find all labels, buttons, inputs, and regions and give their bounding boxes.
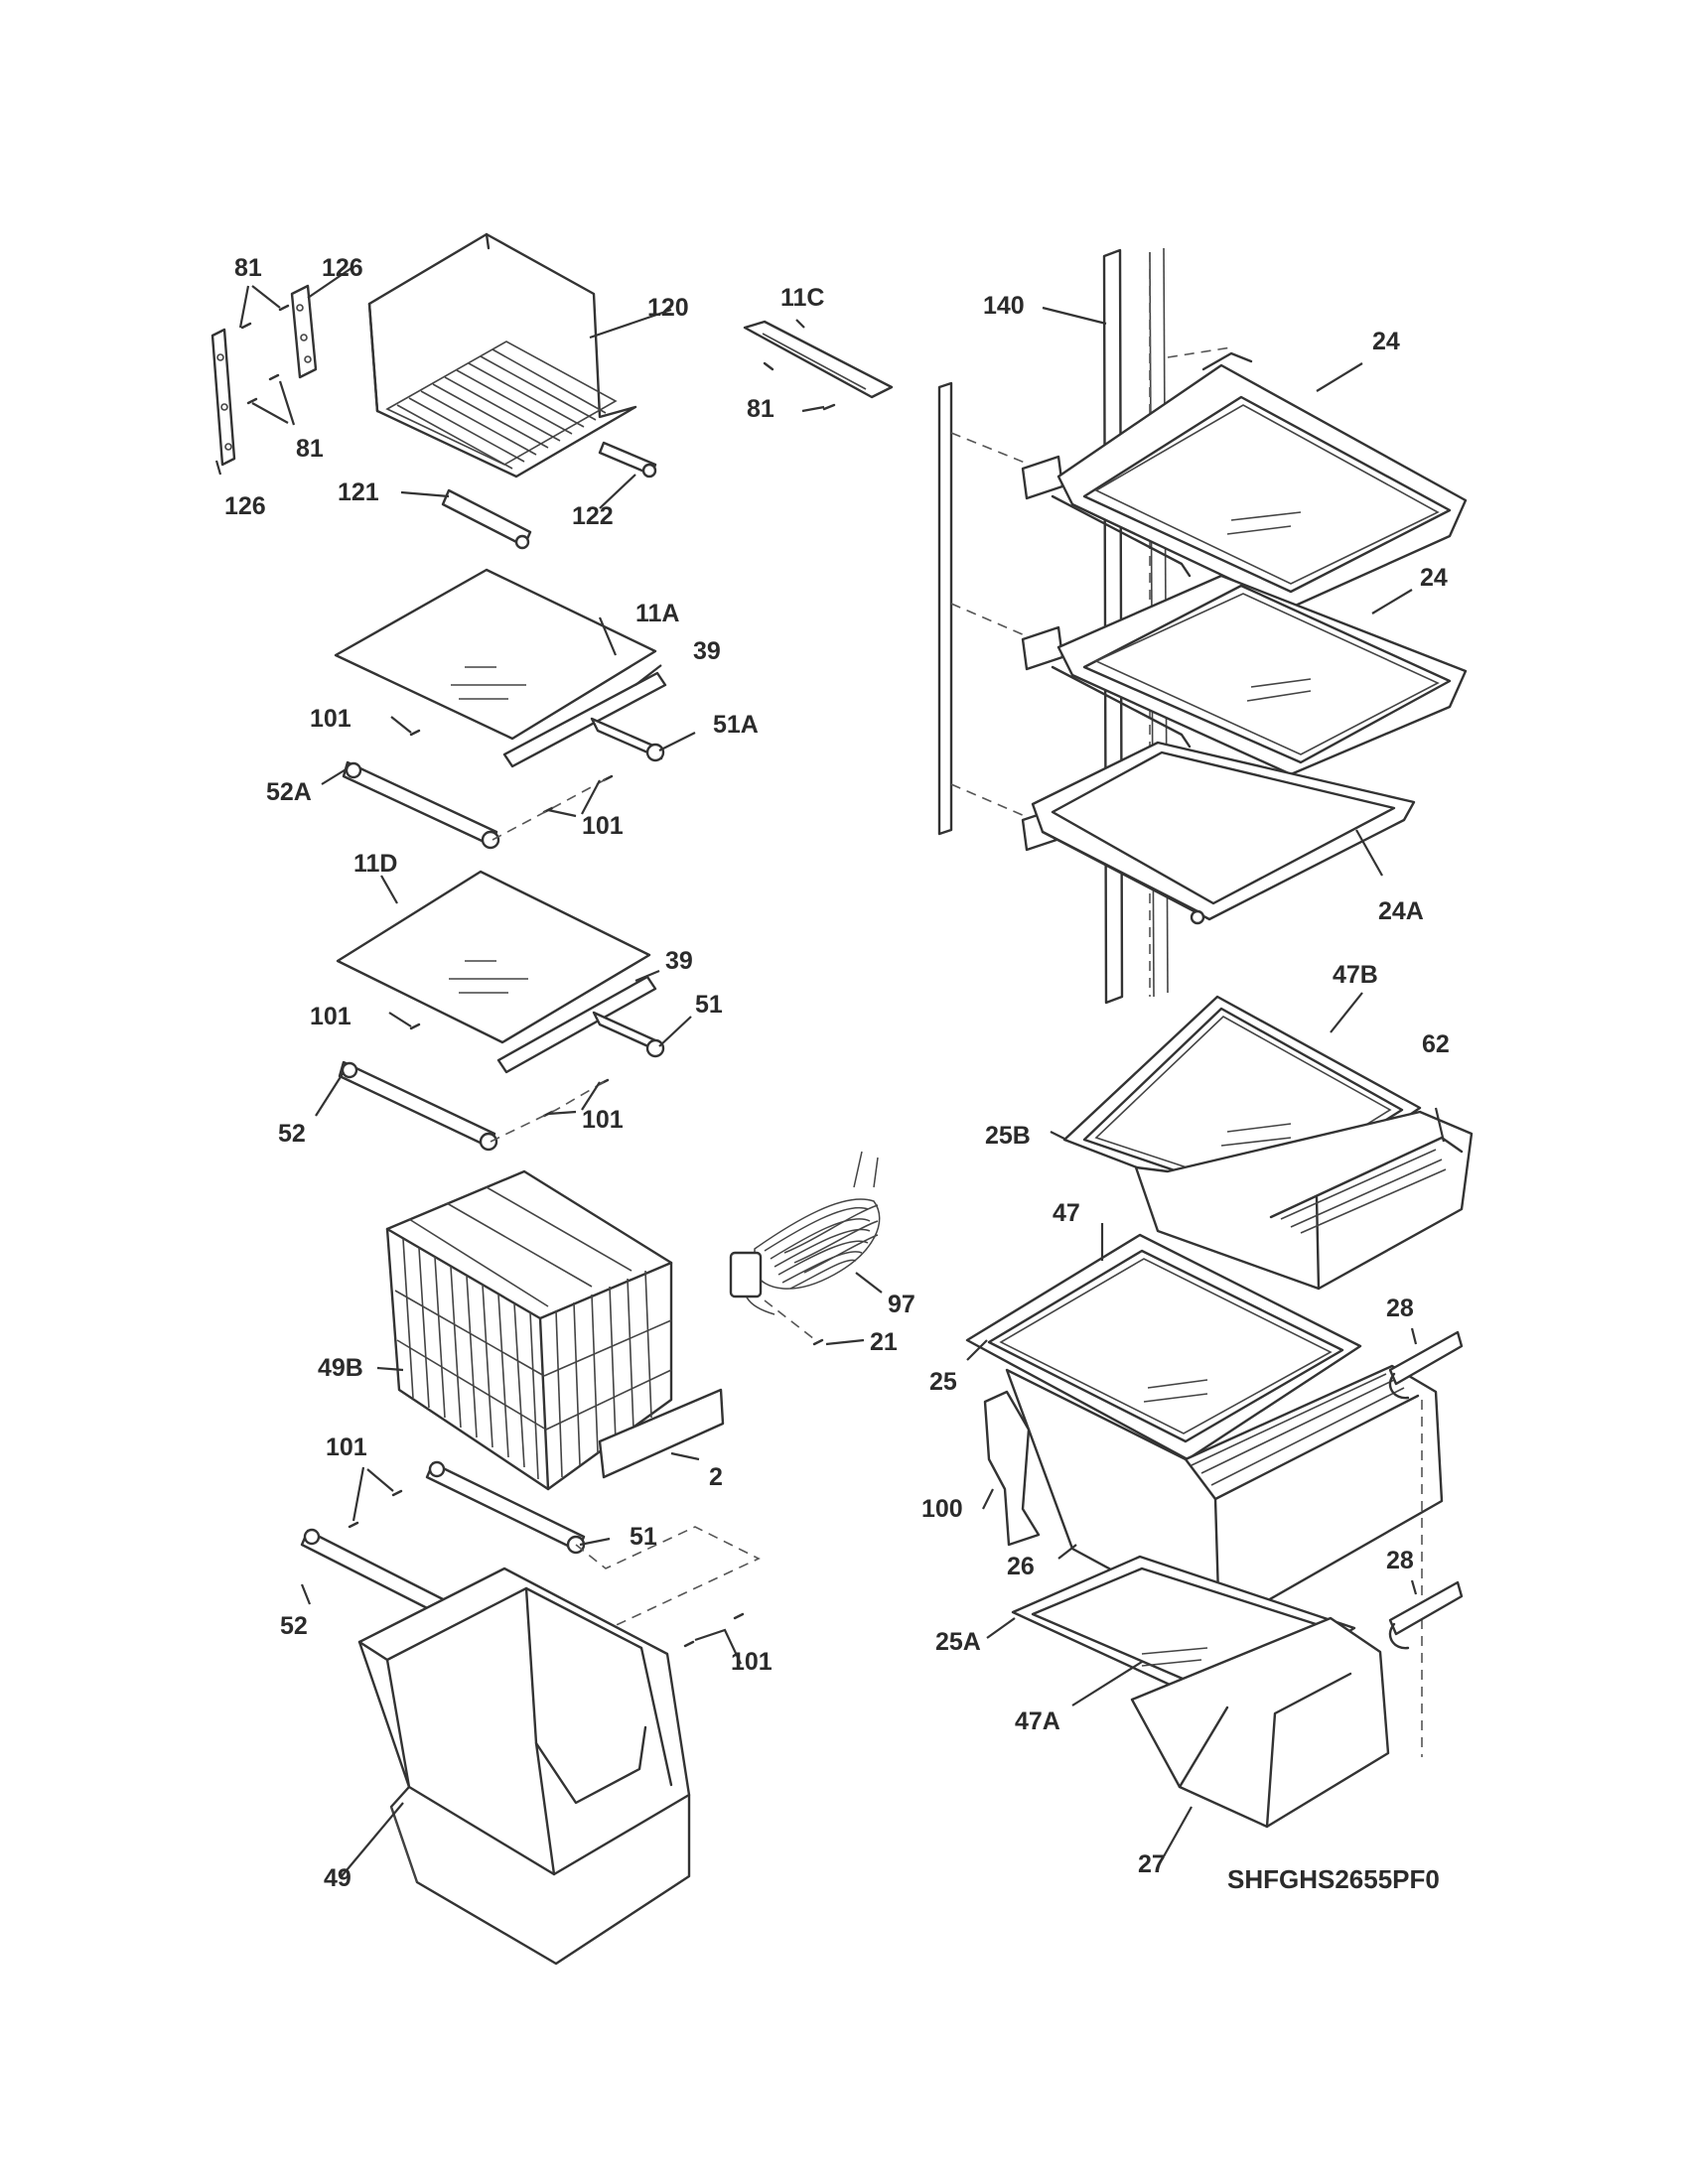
callout-24: 24 — [1372, 328, 1400, 355]
panel-100 — [983, 1390, 1041, 1547]
rail-122 — [598, 441, 657, 478]
guide-lower — [515, 1526, 761, 1645]
callout-126: 126 — [322, 254, 363, 282]
callout-25: 25 — [929, 1368, 957, 1396]
callout-120: 120 — [647, 294, 689, 322]
callout-47a: 47A — [1015, 1707, 1060, 1735]
rail-left-wall — [937, 381, 953, 836]
callout-11a: 11A — [635, 600, 680, 627]
bracket-39-lower — [496, 975, 657, 1074]
bracket-28-lower — [1388, 1580, 1464, 1650]
shelf-24-upper — [1021, 351, 1468, 610]
leader-lines — [214, 267, 1446, 1877]
rail-51-upper — [592, 1011, 665, 1058]
coil-97 — [729, 1151, 881, 1346]
wire-basket-49b — [385, 1169, 673, 1491]
rail-121 — [441, 488, 532, 550]
rail-11c — [743, 320, 894, 411]
trim-2 — [598, 1388, 725, 1479]
bracket-126-right — [290, 284, 318, 379]
callout-25a: 25A — [935, 1628, 981, 1656]
bracket-39-upper — [502, 671, 667, 768]
guide-middle — [490, 1081, 605, 1143]
shelf-11a — [334, 568, 657, 741]
diagram-code: SHFGHS2655PF0 — [1227, 1864, 1440, 1894]
callout-51: 51 — [630, 1523, 657, 1551]
callout-121: 121 — [338, 478, 379, 506]
callout-11d: 11D — [353, 850, 398, 878]
callout-47b: 47B — [1333, 961, 1378, 989]
callout-39: 39 — [665, 947, 693, 975]
callout-62: 62 — [1422, 1030, 1450, 1058]
callout-49b: 49B — [318, 1354, 363, 1382]
bracket-126-left — [211, 328, 236, 467]
screws-101-upper — [409, 729, 614, 814]
callout-21: 21 — [870, 1328, 898, 1356]
callout-101: 101 — [310, 1003, 352, 1030]
callout-101: 101 — [310, 705, 352, 733]
callout-140: 140 — [983, 292, 1025, 320]
bin-120 — [367, 232, 637, 478]
callout-11c: 11C — [780, 284, 825, 312]
callout-28: 28 — [1386, 1295, 1414, 1322]
callout-49: 49 — [324, 1864, 352, 1892]
callout-81: 81 — [747, 395, 774, 423]
bin-49 — [357, 1567, 691, 1966]
callout-81: 81 — [234, 254, 262, 282]
callout-126: 126 — [224, 492, 266, 520]
callout-39: 39 — [693, 637, 721, 665]
callout-51: 51 — [695, 991, 723, 1019]
callout-101: 101 — [326, 1433, 367, 1461]
callout-28: 28 — [1386, 1547, 1414, 1574]
callout-100: 100 — [921, 1495, 963, 1523]
guide-upper — [492, 777, 609, 841]
callout-97: 97 — [888, 1291, 915, 1318]
callout-24: 24 — [1420, 564, 1448, 592]
bracket-28-upper — [1388, 1330, 1464, 1400]
rail-52-upper — [338, 1060, 498, 1152]
callout-101: 101 — [582, 1106, 624, 1134]
rail-51a — [590, 717, 665, 762]
callout-27: 27 — [1138, 1850, 1166, 1878]
callout-52: 52 — [278, 1120, 306, 1148]
rail-52a — [342, 760, 500, 850]
crisper-25 — [1005, 1364, 1444, 1630]
guide-shelves — [950, 346, 1232, 817]
callout-24a: 24A — [1378, 897, 1424, 925]
shelf-24-middle — [1021, 574, 1468, 776]
shelf-11d — [336, 870, 651, 1044]
callout-52a: 52A — [266, 778, 312, 806]
cover-47 — [965, 1233, 1362, 1461]
shelf-24a — [1021, 741, 1416, 925]
callout-101: 101 — [731, 1648, 773, 1676]
screws-101-lower — [348, 1489, 745, 1648]
callout-51a: 51A — [713, 711, 759, 739]
callout-101: 101 — [582, 812, 624, 840]
callout-2: 2 — [709, 1463, 723, 1491]
screws-81 — [240, 304, 290, 405]
callout-52: 52 — [280, 1612, 308, 1640]
callout-25b: 25B — [985, 1122, 1031, 1150]
callout-122: 122 — [572, 502, 614, 530]
callout-26: 26 — [1007, 1553, 1035, 1580]
callout-47: 47 — [1053, 1199, 1080, 1227]
callout-81: 81 — [296, 435, 324, 463]
crisper-25a — [1130, 1400, 1423, 1829]
